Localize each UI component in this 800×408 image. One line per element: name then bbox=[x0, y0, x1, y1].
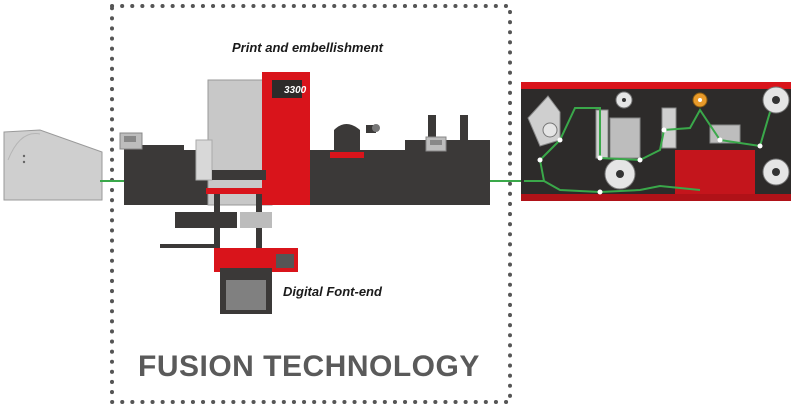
print-engine-3300 bbox=[195, 72, 310, 206]
fusion-technology-title: FUSION TECHNOLOGY bbox=[138, 350, 480, 383]
fusion-frame bbox=[110, 4, 512, 404]
model-badge: 3300 bbox=[284, 85, 307, 96]
converting-unit bbox=[521, 82, 791, 201]
print-embellishment-label: Print and embellishment bbox=[232, 40, 383, 55]
unwinder-unit bbox=[3, 129, 103, 201]
digital-front-end-label: Digital Font-end bbox=[283, 284, 382, 299]
digital-front-end-unit bbox=[160, 170, 298, 314]
